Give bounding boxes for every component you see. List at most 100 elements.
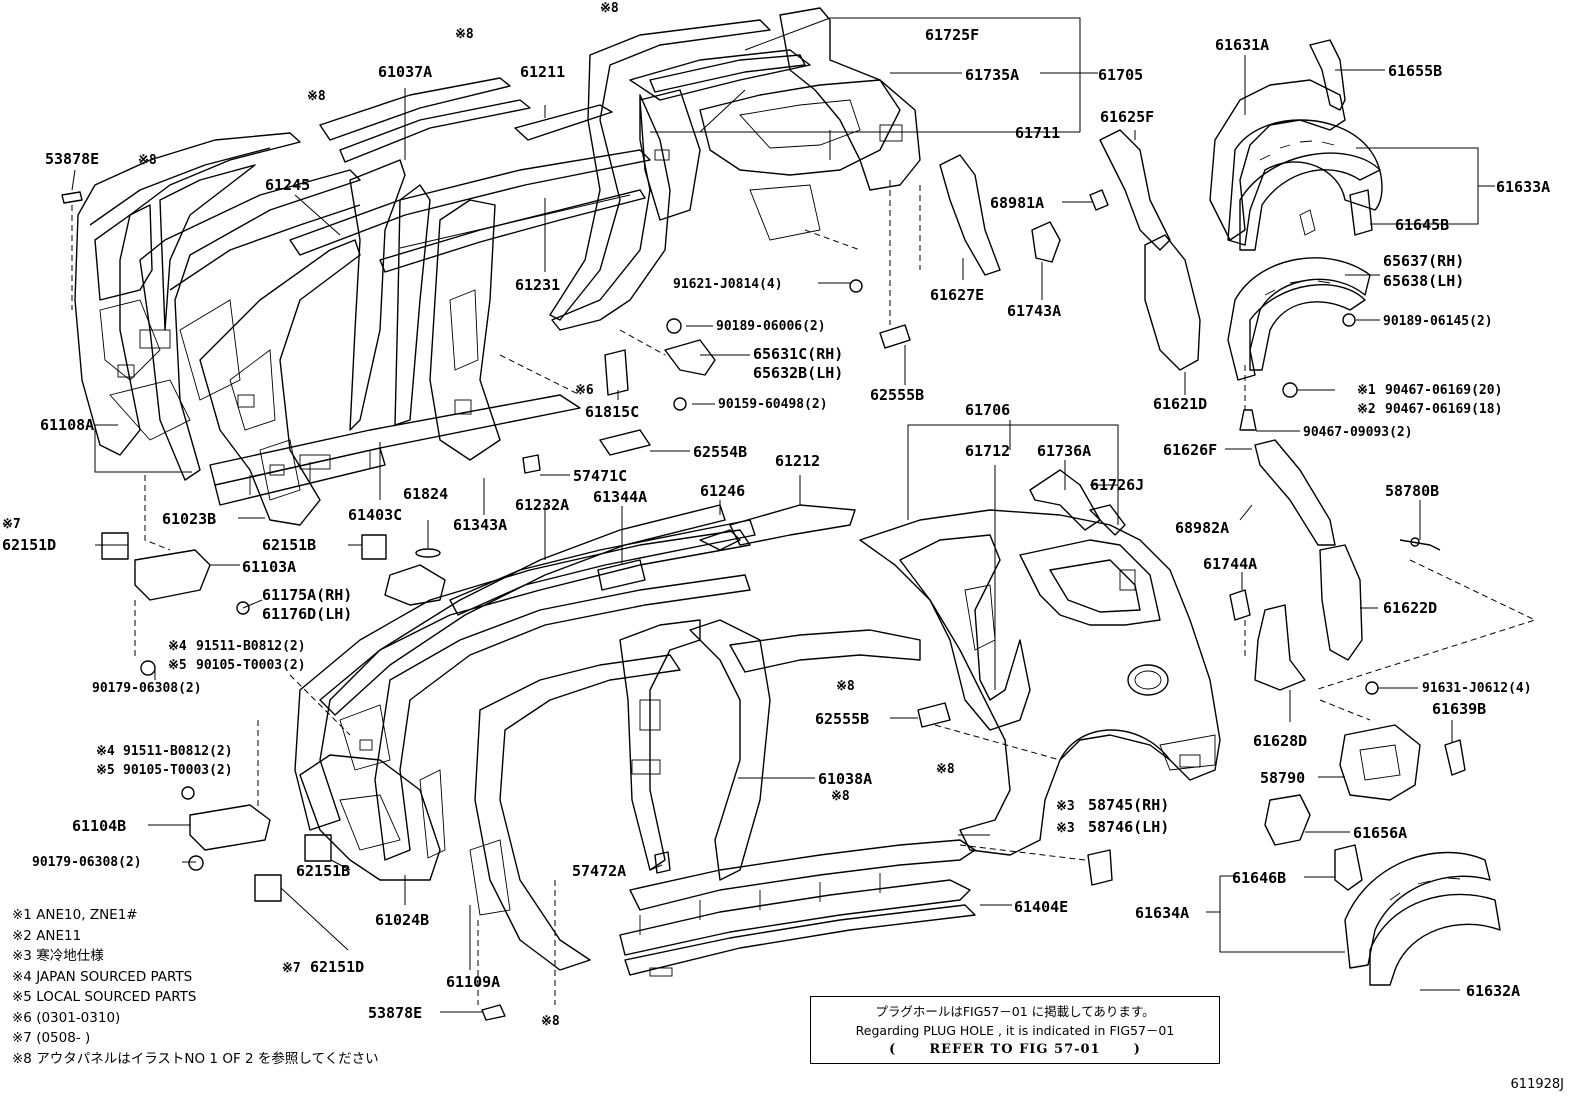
a-pillar-inner <box>139 169 361 481</box>
reinforcement-61656a <box>1264 794 1311 846</box>
note-markers: ※8 ※8 ※8 ※8 ※8 ※8 ※8 ※8 ※6 ※7 ※7 ※4 ※5 ※… <box>2 1 1376 1029</box>
label-61626f: 61626F <box>1163 441 1217 459</box>
clip-62555b-top <box>879 324 911 349</box>
label-61646b: 61646B <box>1232 869 1286 887</box>
label-61627e: 61627E <box>930 286 984 304</box>
label-61403c: 61403C <box>348 506 402 524</box>
label-61655b: 61655B <box>1388 62 1442 80</box>
label-61343a: 61343A <box>453 516 507 534</box>
label-61024b: 61024B <box>375 911 429 929</box>
wheel-house-outer-front <box>1209 79 1383 251</box>
clip-90189-06145 <box>1342 313 1356 327</box>
extension-61626f <box>1254 439 1336 546</box>
inner-a-pillar-lower <box>199 239 361 526</box>
label-65632b: 65632B(LH) <box>753 364 843 382</box>
footnote-4: ※4 JAPAN SOURCED PARTS <box>12 968 193 985</box>
label-61231: 61231 <box>515 276 560 294</box>
label-62555b-low: 62555B <box>815 710 869 728</box>
dashed-assembly-lines <box>71 180 1537 1005</box>
bracket-57471c <box>522 454 541 474</box>
wheel-house-bracket-61655b <box>1309 39 1346 111</box>
footnote-3: ※3 寒冷地仕様 <box>12 948 104 964</box>
label-58745: 58745(RH) <box>1088 796 1169 814</box>
label-61645b: 61645B <box>1395 216 1449 234</box>
reference-line-refer: ( REFER TO FIG 57-01 ) <box>811 1042 1219 1057</box>
label-68982a: 68982A <box>1175 519 1229 537</box>
label-61743a: 61743A <box>1007 302 1061 320</box>
figure-id: 611928J <box>1510 1077 1564 1092</box>
label-61103a: 61103A <box>242 558 296 576</box>
label-61232a: 61232A <box>515 496 569 514</box>
label-91631: 91631-J0612(4) <box>1422 681 1532 696</box>
label-61735a: 61735A <box>965 66 1019 84</box>
marker-4-b: ※4 <box>96 744 115 759</box>
label-61744a: 61744A <box>1203 555 1257 573</box>
clip-90467-06169 <box>1282 382 1298 398</box>
reference-paren-close: ) <box>1133 1042 1141 1057</box>
label-61639b: 61639B <box>1432 700 1486 718</box>
nut-90179-a <box>140 660 156 676</box>
marker-8-a: ※8 <box>455 27 474 42</box>
wheel-house-outer-rear <box>1344 851 1501 986</box>
quarter-upper-rail <box>649 54 806 93</box>
footnotes: ※1 ANE10, ZNE1# ※2 ANE11 ※3 寒冷地仕様 ※4 JAP… <box>12 905 379 1069</box>
nut-90179-b <box>188 855 204 871</box>
marker-2: ※2 <box>1357 402 1376 417</box>
quarter-upper-61726j <box>1089 504 1126 536</box>
label-61705: 61705 <box>1098 66 1143 84</box>
label-62151d-left: 62151D <box>2 536 56 554</box>
clip-90467-09093 <box>1239 409 1257 431</box>
line-art <box>61 7 1501 1021</box>
roof-rail-61211 <box>514 104 613 141</box>
label-61104b: 61104B <box>72 817 126 835</box>
jack-58790 <box>1339 724 1421 801</box>
sensor-58780b <box>1399 539 1441 551</box>
quarter-panel-61621d <box>1144 234 1201 371</box>
label-61108a: 61108A <box>40 416 94 434</box>
pad-53878e-top <box>61 191 83 204</box>
label-65638: 65638(LH) <box>1383 272 1464 290</box>
label-62151b-low: 62151B <box>296 862 350 880</box>
footnote-8: ※8 アウタパネルはイラストNO 1 OF 2 を参照してください <box>12 1050 379 1067</box>
roof-rail-61212 <box>729 504 856 546</box>
label-61824: 61824 <box>403 485 448 503</box>
marker-8-g: ※8 <box>936 762 955 777</box>
pad-62554b <box>599 429 651 456</box>
label-61175a: 61175A(RH) <box>262 586 352 604</box>
reference-line-jp: プラグホールはFIG57－01 に掲載してあります。 <box>875 1004 1155 1019</box>
part-labels: 61037A 61211 61725F 61735A 61705 61711 5… <box>2 26 1550 1022</box>
label-61633a: 61633A <box>1496 178 1550 196</box>
marker-3-a: ※3 <box>1056 799 1075 814</box>
label-61628d: 61628D <box>1253 732 1307 750</box>
label-91511-a: 91511-B0812(2) <box>196 639 306 654</box>
bracket-61103a <box>134 549 211 601</box>
extension-61628d <box>1254 604 1306 691</box>
bracket-61175a <box>384 564 446 606</box>
label-61726j: 61726J <box>1090 476 1144 494</box>
label-61622d: 61622D <box>1383 599 1437 617</box>
label-90189-06145: 90189-06145(2) <box>1383 314 1493 329</box>
bolt-91621 <box>849 279 863 293</box>
footnote-1: ※1 ANE10, ZNE1# <box>12 907 138 923</box>
wheel-house-bracket-61645b <box>1349 189 1373 236</box>
roof-rail-outer <box>319 77 531 163</box>
bracket-61646b <box>1334 844 1363 891</box>
front-pillar-lower <box>299 754 441 881</box>
label-57471c: 57471C <box>573 467 627 485</box>
bracket-65631c <box>664 339 716 376</box>
marker-8-b: ※8 <box>600 1 619 16</box>
label-65637: 65637(RH) <box>1383 252 1464 270</box>
label-61344a: 61344A <box>593 488 647 506</box>
marker-5-b: ※5 <box>96 763 115 778</box>
reference-refer-text: REFER TO FIG 57-01 <box>929 1042 1101 1057</box>
rocker-inner <box>209 394 581 506</box>
label-65631c: 65631C(RH) <box>753 345 843 363</box>
footnote-5: ※5 LOCAL SOURCED PARTS <box>12 989 197 1005</box>
spacer-62151b-low <box>304 834 332 862</box>
reinforcement-61344a <box>597 559 646 591</box>
label-61736a: 61736A <box>1037 442 1091 460</box>
label-90179-b: 90179-06308(2) <box>32 855 142 870</box>
marker-7-a: ※7 <box>2 517 21 532</box>
spacer-62151d-low <box>254 874 282 902</box>
marker-6: ※6 <box>575 383 594 398</box>
